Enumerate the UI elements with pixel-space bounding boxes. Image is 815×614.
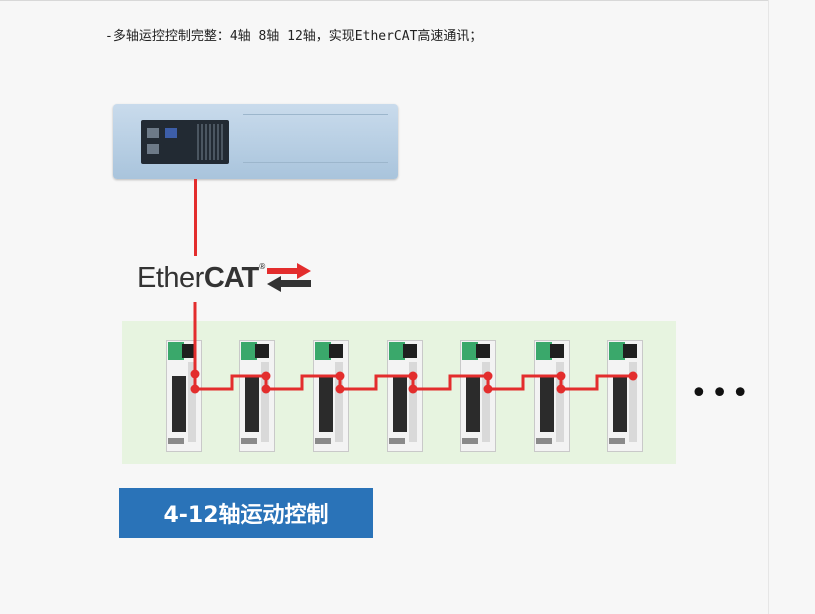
ethercat-logo-part1: Ether bbox=[137, 262, 204, 294]
bus-link-upper bbox=[194, 179, 197, 256]
caption-badge: 4-12轴运动控制 bbox=[119, 488, 373, 538]
servo-drive-image bbox=[385, 340, 425, 452]
plc-port bbox=[147, 128, 159, 138]
top-divider bbox=[0, 0, 768, 1]
ethercat-logo-part2: CAT bbox=[203, 262, 259, 294]
servo-drive-image bbox=[237, 340, 277, 452]
plc-front-panel bbox=[141, 120, 229, 164]
plc-rib bbox=[243, 114, 388, 115]
ethercat-logo-mark: ® bbox=[258, 262, 267, 271]
servo-drive-image bbox=[311, 340, 351, 452]
plc-rib bbox=[243, 162, 388, 163]
plc-terminal-grid bbox=[197, 124, 225, 160]
feature-heading: -多轴运控控制完整：4轴 8轴 12轴，实现EtherCAT高速通讯； bbox=[105, 29, 483, 44]
plc-port bbox=[147, 144, 159, 154]
servo-drive-image bbox=[532, 340, 572, 452]
plc-port bbox=[165, 128, 177, 138]
servo-drive-image bbox=[605, 340, 645, 452]
ethercat-arrows-icon bbox=[267, 263, 311, 292]
plc-controller-image bbox=[113, 104, 398, 179]
right-divider bbox=[768, 0, 769, 614]
ethercat-logo: EtherCAT® bbox=[137, 262, 311, 302]
ellipsis-icon: ••• bbox=[690, 376, 753, 411]
servo-drive-image bbox=[458, 340, 498, 452]
